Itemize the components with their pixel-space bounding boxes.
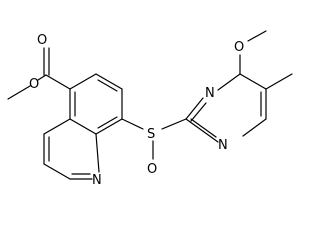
atom-ester-o-carbonyl: O xyxy=(37,33,47,48)
bond-c8-c8a xyxy=(95,118,123,135)
bond-c8-c8a-inner xyxy=(97,116,118,129)
atom-pyrimidine-n1: N xyxy=(218,138,228,153)
bond-c8a-c4a xyxy=(69,118,97,135)
atom-methoxy-o: O xyxy=(234,40,244,55)
bond-o-carbonyl-c xyxy=(37,74,47,81)
bond-methyl-o xyxy=(7,85,31,100)
bond-c6-c7 xyxy=(95,73,123,90)
bond-o-methoxy-ch3 xyxy=(247,30,267,42)
bonds xyxy=(7,30,293,180)
bond-carbonyl-to-ring xyxy=(45,74,71,90)
bond-n1-c2-inner xyxy=(190,118,217,138)
atom-sulfur: S xyxy=(147,127,155,142)
bond-c6-n1 xyxy=(242,118,267,137)
atom-pyrimidine-n3: N xyxy=(205,86,215,101)
chemical-structure-canvas: O O N S O N N O xyxy=(7,30,293,188)
bond-n1-c8a xyxy=(95,133,100,173)
atom-sulfinyl-o: O xyxy=(147,162,157,177)
bond-c5-methyl xyxy=(265,73,293,90)
molecule-drawing: O O N S O N N O xyxy=(7,30,293,188)
bond-c4a-c4 xyxy=(43,118,71,135)
bond-c3-c2 xyxy=(43,163,71,180)
bond-n1-c2 xyxy=(185,118,219,143)
atom-ester-o-methyl: O xyxy=(29,77,39,92)
bond-c2-n3 xyxy=(185,97,204,120)
bond-c4-c5 xyxy=(239,73,267,90)
atom-labels: O O N S O N N O xyxy=(29,33,244,188)
atom-quinoline-n: N xyxy=(92,173,102,188)
bond-c8-s xyxy=(121,118,144,130)
bond-c5-c6 xyxy=(69,73,97,90)
bond-s-c2pyr xyxy=(161,118,187,130)
bond-c2-n3-inner xyxy=(190,102,207,122)
bond-c6-c7-inner xyxy=(97,79,118,92)
bond-n3-c4 xyxy=(217,73,241,91)
